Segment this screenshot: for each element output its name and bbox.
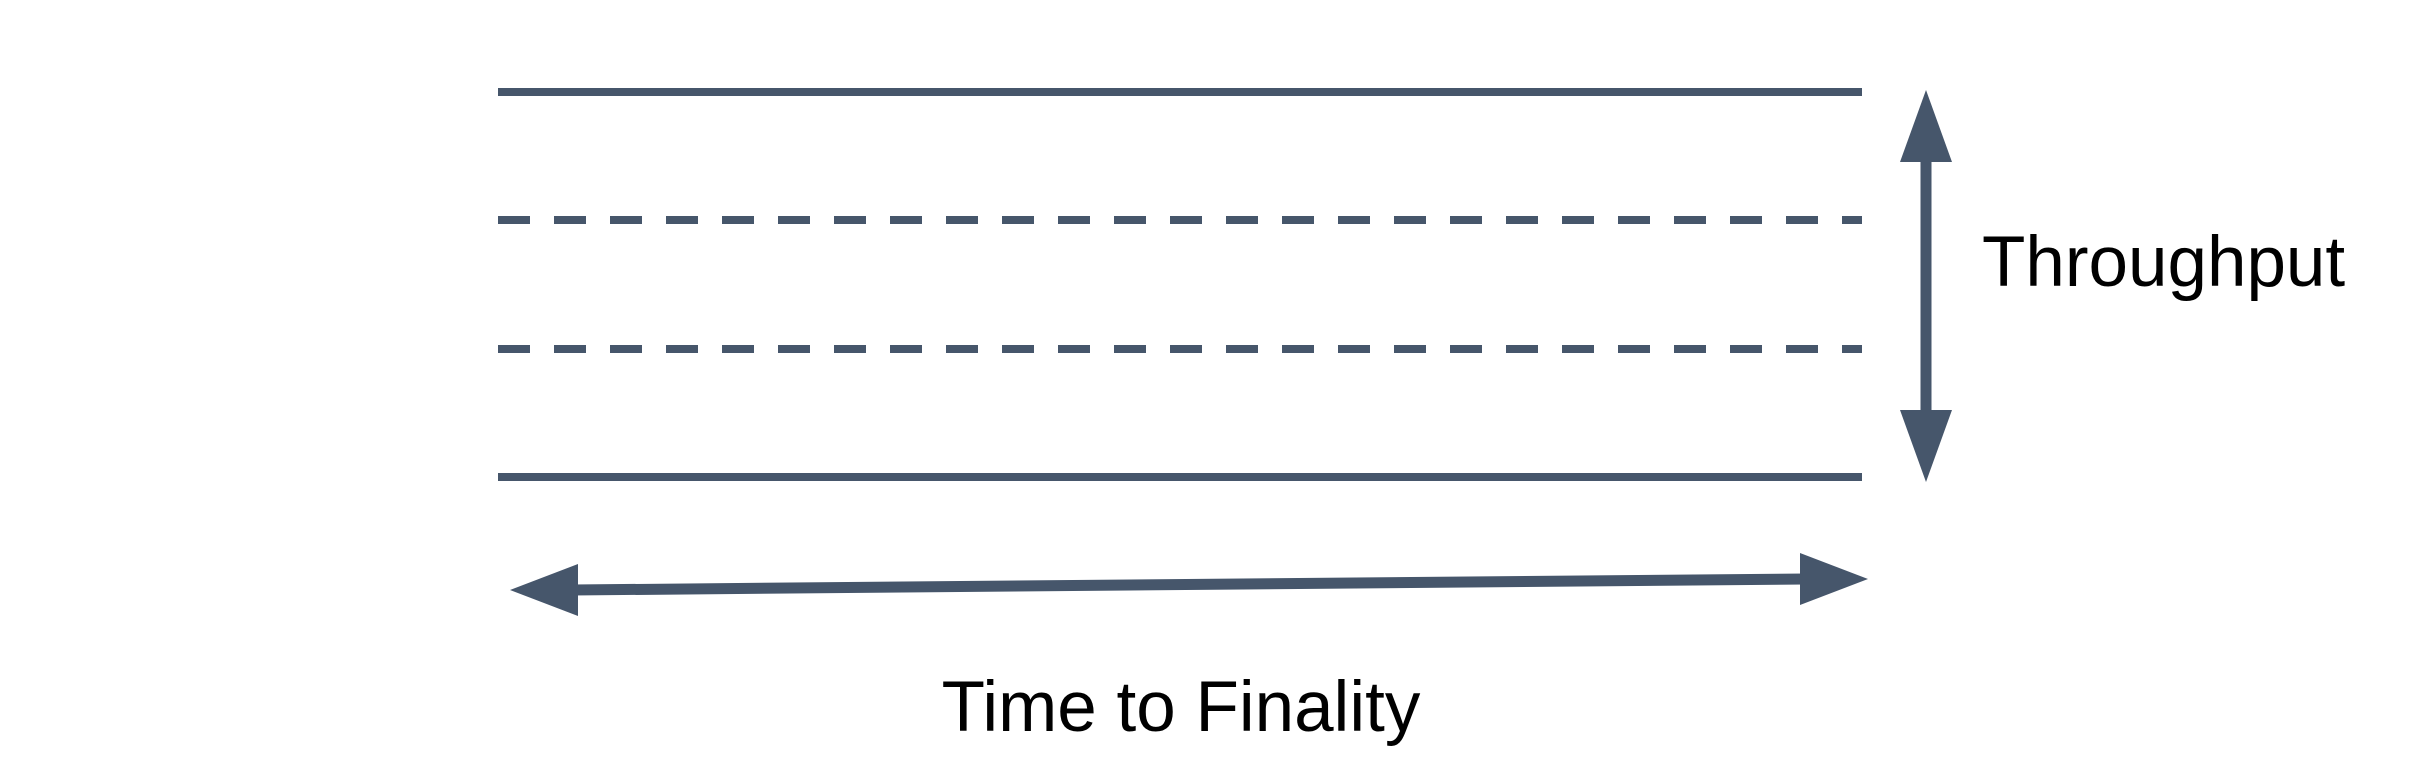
arrowhead-left-icon (510, 564, 578, 616)
throughput-axis-arrow (1900, 90, 1952, 482)
arrowhead-right-icon (1800, 553, 1868, 605)
time-to-finality-axis-arrow (510, 553, 1868, 616)
arrowhead-down-icon (1900, 410, 1952, 482)
throughput-label: Throughput (1982, 223, 2345, 302)
arrowhead-up-icon (1900, 90, 1952, 162)
time-to-finality-label: Time to Finality (942, 668, 1421, 747)
time-to-finality-arrow-shaft (571, 573, 1807, 596)
